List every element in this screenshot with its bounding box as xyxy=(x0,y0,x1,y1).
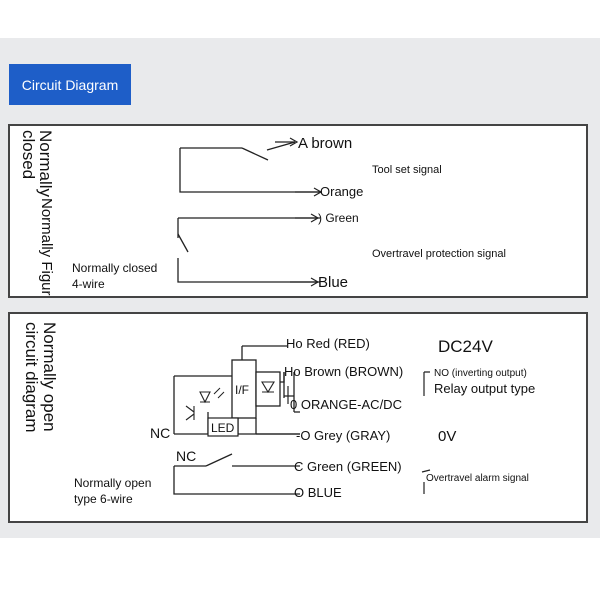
arrow-green xyxy=(295,213,320,223)
relay-contact-icon xyxy=(284,386,294,404)
circuit-diagram-title: Circuit Diagram xyxy=(21,76,119,93)
tool-set-signal: Tool set signal xyxy=(372,164,442,176)
no-type-line-2: type 6-wire xyxy=(74,492,133,506)
no-type-line-1: Normally open xyxy=(74,476,151,490)
wire-blue: Blue xyxy=(318,274,348,291)
dc24v-label: DC24V xyxy=(438,337,493,356)
nc-type-line-2: 4-wire xyxy=(72,277,105,291)
arrow-orange xyxy=(295,187,323,197)
nc-side-label-1: Normally xyxy=(36,130,55,198)
normally-open-schematic: Normally open circuit diagram I/F xyxy=(22,322,535,506)
nc-label-transistor: NC xyxy=(150,425,170,441)
wire-blue-alarm: O BLUE xyxy=(294,485,342,500)
no-side-label-1: Normally open xyxy=(40,322,59,432)
alarm-bracket xyxy=(421,469,431,494)
led-light-icon xyxy=(213,387,225,399)
wire-orange-acdc: 0 ORANGE-AC/DC xyxy=(290,397,402,412)
wire-green-alarm: C Green (GREEN) xyxy=(294,459,402,474)
no-side-label-2: circuit diagram xyxy=(22,322,41,433)
relay-output-type: Relay output type xyxy=(434,381,535,396)
wire-orange: Orange xyxy=(320,184,363,199)
overtravel-alarm-signal: Overtravel alarm signal xyxy=(426,473,529,484)
wire-red: Ho Red (RED) xyxy=(286,336,370,351)
interface-box xyxy=(231,359,257,419)
relay-box xyxy=(255,371,281,407)
arrow-a-brown xyxy=(275,137,299,147)
nc-label-switch: NC xyxy=(176,448,196,464)
wire-grey: -O Grey (GRAY) xyxy=(296,428,390,443)
zero-v-label: 0V xyxy=(438,428,456,445)
led-box xyxy=(207,417,239,437)
nc-type-line-1: Normally closed xyxy=(72,261,157,275)
led-label: LED xyxy=(211,421,235,435)
circuit-diagram-tab[interactable]: Circuit Diagram xyxy=(9,64,131,105)
diode-icon xyxy=(261,381,275,394)
no-inverting-output: NO (inverting output) xyxy=(434,368,527,379)
relay-bracket xyxy=(423,371,430,396)
nc-side-label-3: Normally Figure xyxy=(38,198,55,296)
tool-set-switch xyxy=(179,141,322,193)
wire-brown: Ho Brown (BROWN) xyxy=(284,364,403,379)
overtravel-switch xyxy=(177,217,320,283)
normally-closed-panel: Normally closed Normally Figure A brown … xyxy=(8,124,588,298)
overtravel-protection-signal: Overtravel protection signal xyxy=(372,248,506,260)
wire-a-brown: A brown xyxy=(298,135,352,152)
normally-closed-schematic: Normally closed Normally Figure A brown … xyxy=(19,130,506,296)
wire-green: ) Green xyxy=(318,211,359,225)
nc-side-label-2: closed xyxy=(19,130,38,179)
led-icon xyxy=(199,391,211,404)
arrow-blue xyxy=(290,277,320,287)
supply-wiring xyxy=(173,345,300,495)
if-label: I/F xyxy=(235,383,249,397)
transistor-icon xyxy=(185,405,195,421)
normally-open-panel: Normally open circuit diagram I/F xyxy=(8,312,588,523)
